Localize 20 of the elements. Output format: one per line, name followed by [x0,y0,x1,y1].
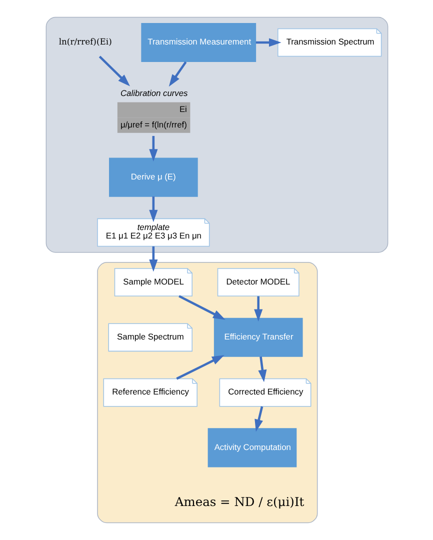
arrow [178,295,225,320]
arrow [98,56,130,86]
arrow [254,406,263,432]
node-box: Derive μ (E) [108,158,198,197]
node-box: Transmission Measurement [140,22,256,62]
arrow [258,356,266,382]
label: Ameas = ND / ε(μi)It [174,494,304,509]
arrow [148,246,158,272]
cluster [45,16,388,253]
arrow [148,136,158,162]
arrow [255,38,281,47]
arrow [148,196,158,222]
node-box: Efficiency Transfer [213,318,302,357]
arrow [168,61,186,87]
cluster [96,262,318,524]
node-text: ln(r/rref)(Ei) [58,36,112,47]
arrow [254,296,262,322]
node-label: Calibration curves [120,88,188,98]
arrow [176,355,224,380]
node-box: Activity Computation [207,428,296,468]
